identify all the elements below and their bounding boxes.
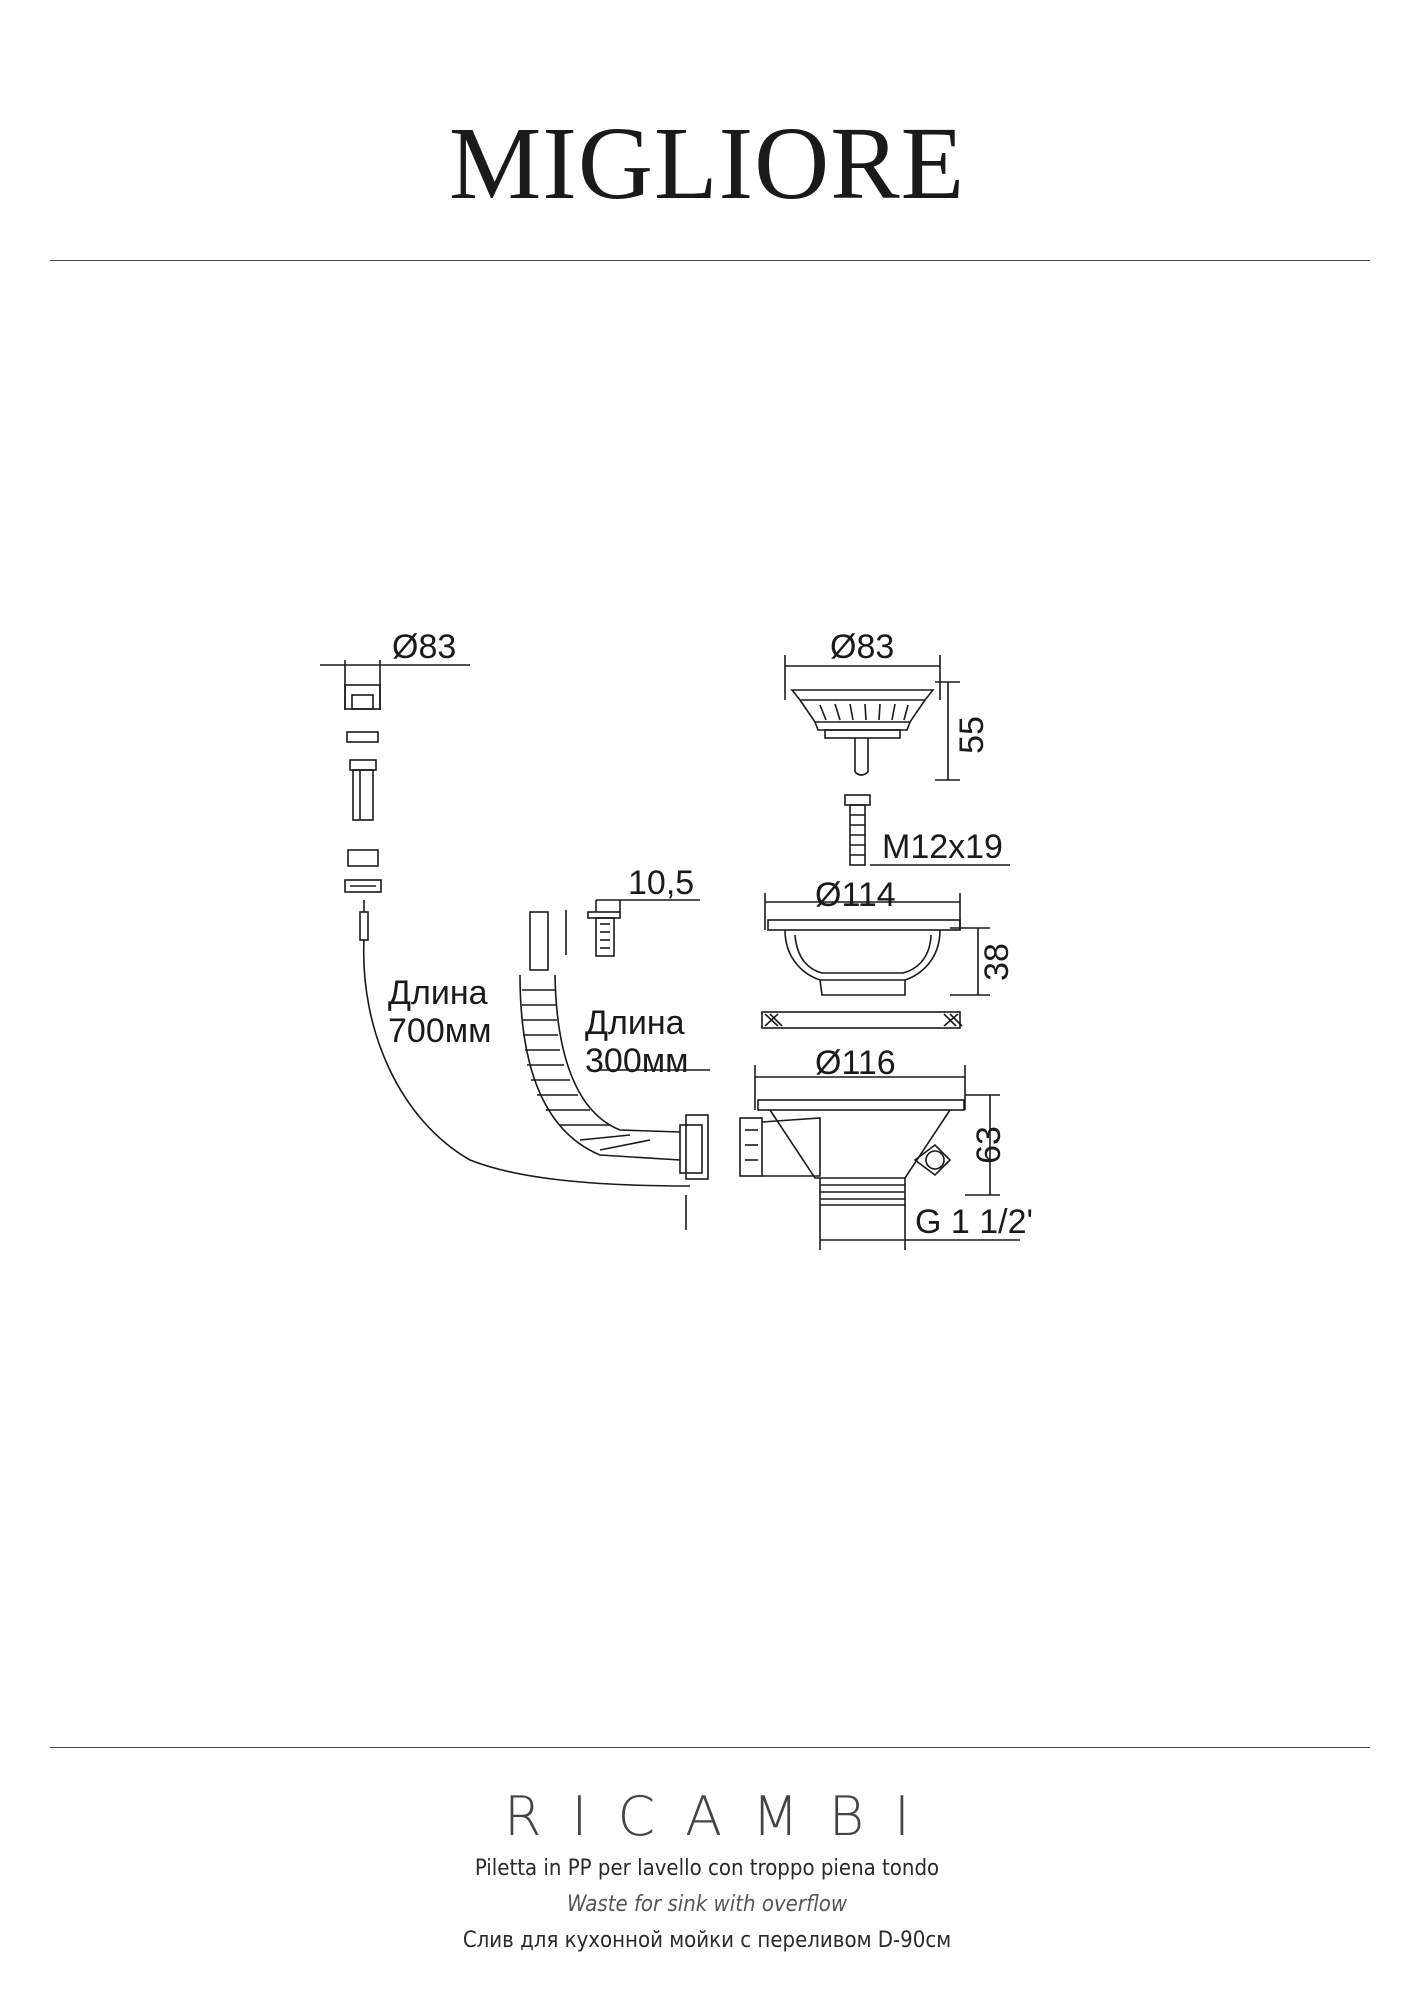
footer-description-ru: Слив для кухонной мойки с переливом D-90… [462,1928,952,1953]
flange-height-label: 38 [978,943,1016,981]
body-height-label: 63 [970,1126,1008,1164]
strainer-basket [784,655,960,781]
brand-logo: MIGLIORE [448,106,966,221]
footer-title: RICAMBI [504,1785,940,1848]
hose-long-label-line1: Длина [388,974,488,1012]
header-divider [50,260,1370,261]
flange [764,893,990,996]
overflow-nut-label: 10,5 [628,864,694,902]
overflow-nut [565,899,700,957]
hose-short-label-line2: 300мм [585,1042,688,1080]
footer-description-it: Piletta in PP per lavello con troppo pie… [474,1856,940,1881]
hose-short-label-line1: Длина [585,1004,685,1042]
drain-body [754,1065,1020,1250]
gasket [761,1011,963,1029]
thread-label: G 1 1/2' [915,1203,1033,1241]
body-diameter-label: Ø116 [815,1044,896,1082]
overflow-cap-assembly [320,660,691,1187]
strainer-height-label: 55 [953,716,991,754]
footer-divider [50,1747,1370,1748]
hose-long-label-line2: 700мм [388,1012,491,1050]
overflow-hose [519,911,710,1230]
outlet-connector [739,1117,821,1177]
flange-diameter-label: Ø114 [815,876,896,914]
screw [844,794,1010,866]
strainer-diameter-label: Ø83 [830,628,894,666]
footer-description-en: Waste for sink with overflow [566,1892,848,1917]
screw-label: M12x19 [882,828,1003,866]
cap-diameter-label: Ø83 [392,628,456,666]
